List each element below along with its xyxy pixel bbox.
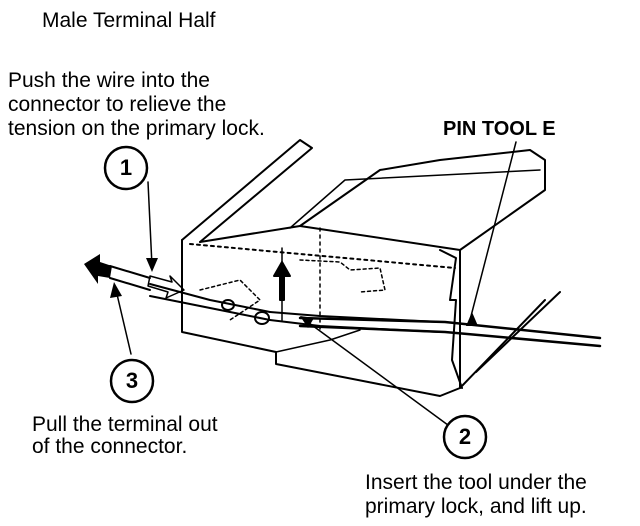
step-3-number: 3 [125, 368, 139, 393]
step-1-circle [103, 145, 149, 191]
step-3-line-2: of the connector. [32, 435, 188, 458]
step-1-line-1: Push the wire into the [8, 69, 210, 92]
pin-tool [298, 316, 602, 340]
connector-housing [181, 225, 461, 397]
terminal-wire [149, 283, 271, 313]
step-1-line-3: tension on the primary lock. [8, 117, 265, 140]
step-2-circle [442, 414, 488, 460]
pull-arrow-icon [84, 254, 112, 284]
leader-1-arrowhead-icon [146, 258, 158, 272]
step-3-line-1: Pull the terminal out [32, 413, 218, 436]
step-2-line-2: primary lock, and lift up. [365, 495, 587, 518]
lift-arrow-icon [273, 261, 291, 301]
outer-wire [109, 265, 151, 279]
leader-3-arrowhead-icon [110, 282, 122, 298]
step-1-number: 1 [119, 155, 133, 180]
diagram-title: Male Terminal Half [42, 9, 216, 32]
push-arrow-icon [147, 275, 185, 299]
tool-leader-arrowhead-icon [466, 312, 478, 326]
pin-tool-label: PIN TOOL E [443, 118, 556, 140]
step-1-line-2: connector to relieve the [8, 93, 227, 116]
step-3-circle [109, 358, 155, 404]
step-2-line-1: Insert the tool under the [365, 471, 587, 494]
step-2-number: 2 [458, 424, 472, 449]
leader-2-arrowhead-icon [300, 316, 314, 328]
